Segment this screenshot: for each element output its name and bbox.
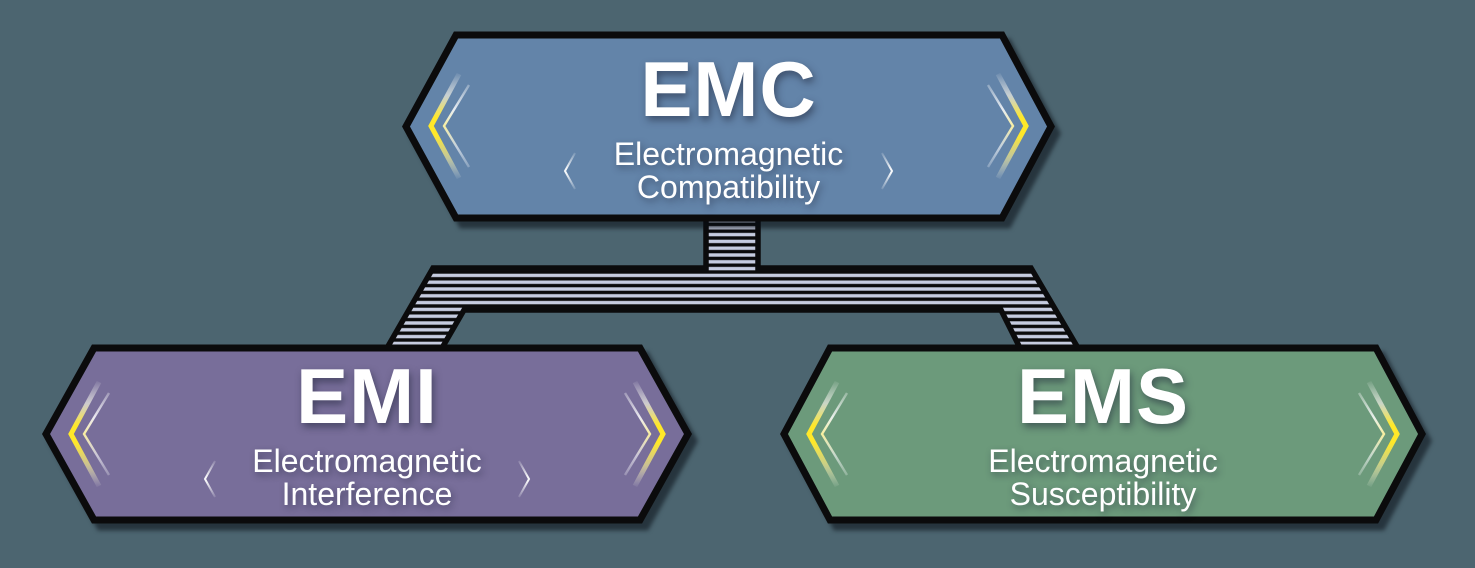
hatched-connector-shape	[382, 209, 1083, 351]
node-ems-subtitle-line1: Electromagnetic	[988, 443, 1218, 479]
node-ems-subtitle-line2: Susceptibility	[1009, 476, 1197, 512]
node-ems-hexagon	[780, 344, 1426, 524]
thin-chevron-left-icon	[562, 151, 578, 191]
node-ems-acronym: EMS	[1016, 352, 1190, 440]
node-emi-subtitle-line1: Electromagnetic	[252, 443, 482, 479]
node-emc-subtitle-line1: Electromagnetic	[613, 135, 844, 172]
double-chevron-left-icon	[66, 379, 112, 489]
node-emi-subtitle-line2: Interference	[281, 476, 453, 512]
double-chevron-left-icon	[804, 379, 850, 489]
double-chevron-right-icon	[1356, 379, 1402, 489]
node-emi-acronym: EMI	[296, 352, 438, 440]
node-emc: EMC Electromagnetic Compatibility	[402, 31, 1055, 222]
node-emc-acronym: EMC	[640, 44, 817, 133]
double-chevron-right-icon	[985, 71, 1031, 181]
node-emi: EMI Electromagnetic Interference	[42, 344, 692, 524]
thin-chevron-right-icon	[516, 459, 532, 499]
node-emc-hexagon	[402, 31, 1055, 222]
thin-chevron-right-icon	[879, 151, 895, 191]
node-emc-subtitle-line2: Compatibility	[636, 168, 821, 205]
node-ems: EMS Electromagnetic Susceptibility	[780, 344, 1426, 524]
thin-chevron-left-icon	[202, 459, 218, 499]
double-chevron-right-icon	[622, 379, 668, 489]
double-chevron-left-icon	[426, 71, 472, 181]
